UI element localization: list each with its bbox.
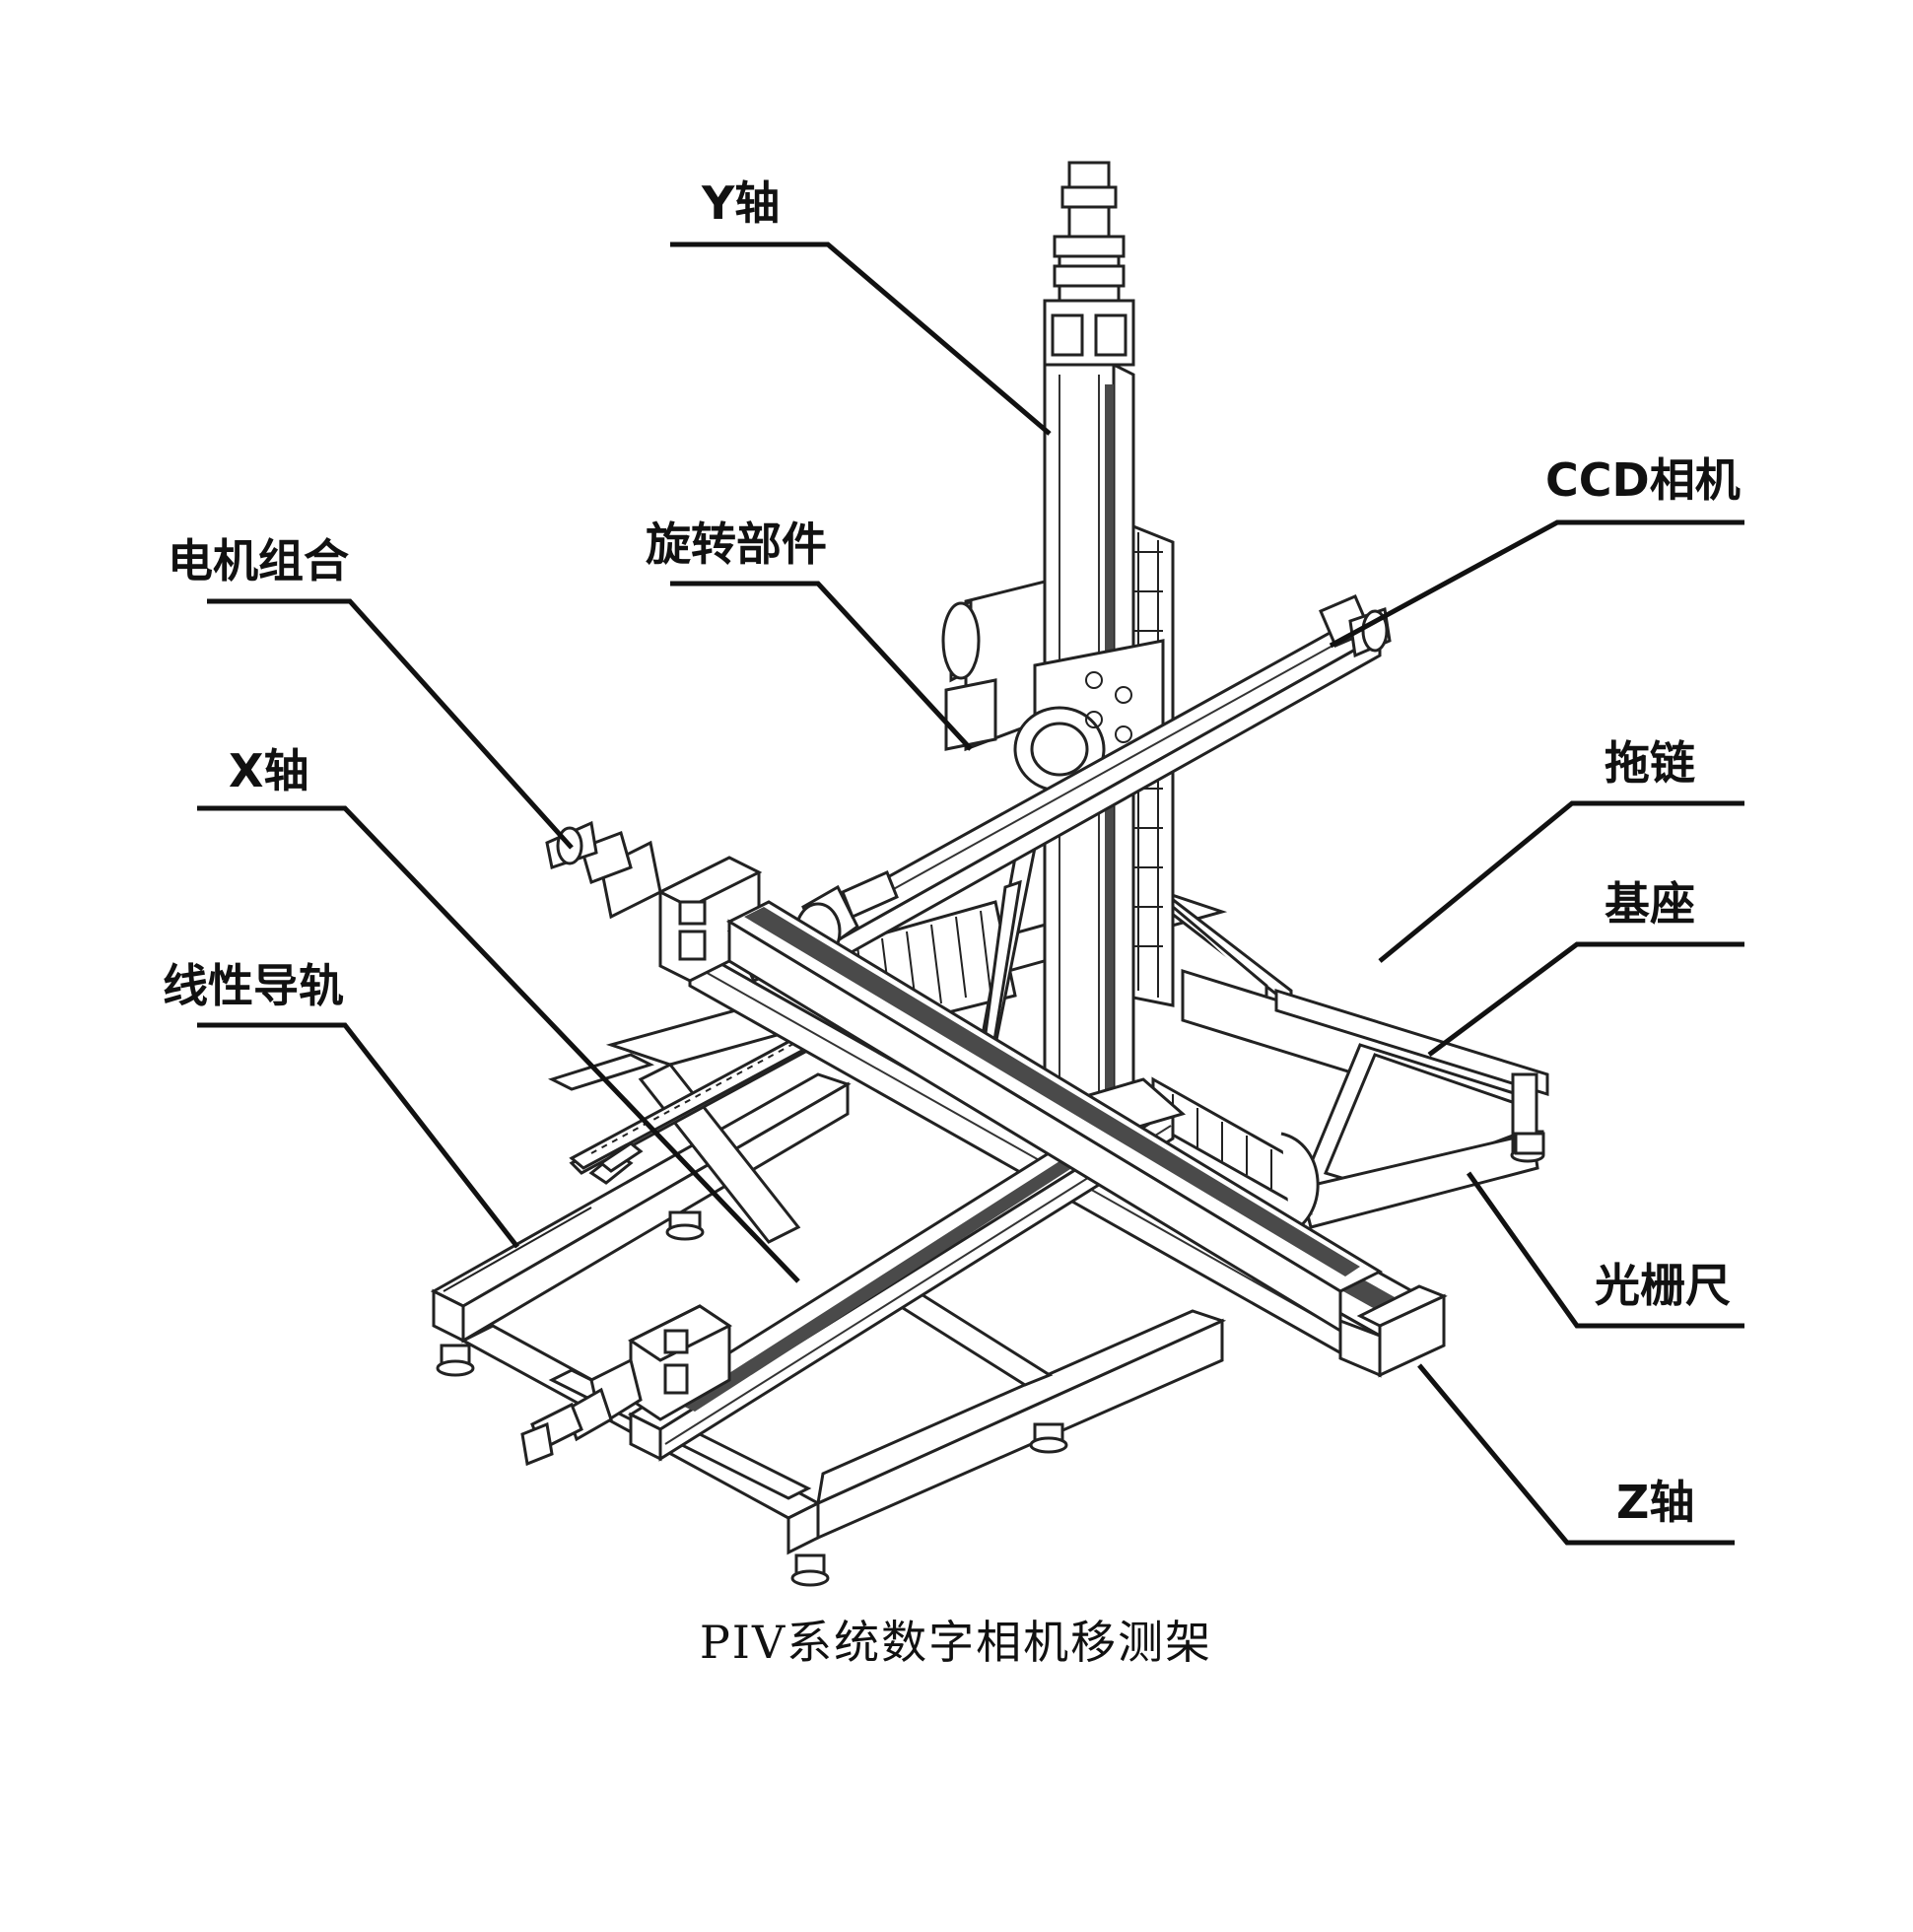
leader-base	[1427, 941, 1744, 1058]
leader-linear-guide	[197, 1022, 519, 1249]
figure-caption: PIV系统数字相机移测架	[700, 1616, 1212, 1669]
base-right-frame	[1181, 968, 1549, 1229]
label-motor-assembly: 电机组合	[168, 534, 349, 587]
label-y-axis: Y轴	[701, 176, 780, 230]
x-axis-upper-motor	[545, 820, 791, 983]
label-linear-guide: 线性导轨	[163, 959, 344, 1012]
leader-rotation-part	[670, 581, 973, 751]
base-feet	[436, 1132, 1545, 1587]
x-axis-upper-beam	[725, 900, 1384, 1334]
ccd-camera-rail	[794, 594, 1392, 974]
label-rotation-part: 旋转部件	[646, 518, 827, 571]
leader-drag-chain	[1378, 800, 1744, 963]
leader-motor-assembly	[207, 598, 574, 850]
component-labels: Y轴 旋转部件 CCD相机 电机组合 X轴 拖链 基座 线性导轨 光栅尺 Z轴	[163, 176, 1741, 1529]
leader-ccd-camera	[1329, 519, 1744, 649]
label-x-axis: X轴	[229, 744, 308, 797]
x-axis-beam	[520, 1092, 1177, 1467]
label-grating-scale: 光栅尺	[1595, 1259, 1731, 1312]
traverse-machine-drawing	[430, 161, 1549, 1587]
leader-y-axis	[670, 242, 1052, 436]
leader-z-axis	[1417, 1363, 1735, 1546]
leader-lines	[197, 242, 1744, 1546]
leader-x-axis	[197, 805, 800, 1283]
leader-grating-scale	[1466, 1171, 1744, 1329]
label-drag-chain: 拖链	[1605, 736, 1695, 790]
label-z-axis: Z轴	[1616, 1476, 1694, 1529]
label-ccd-camera: CCD相机	[1545, 453, 1741, 507]
label-base: 基座	[1605, 877, 1695, 931]
